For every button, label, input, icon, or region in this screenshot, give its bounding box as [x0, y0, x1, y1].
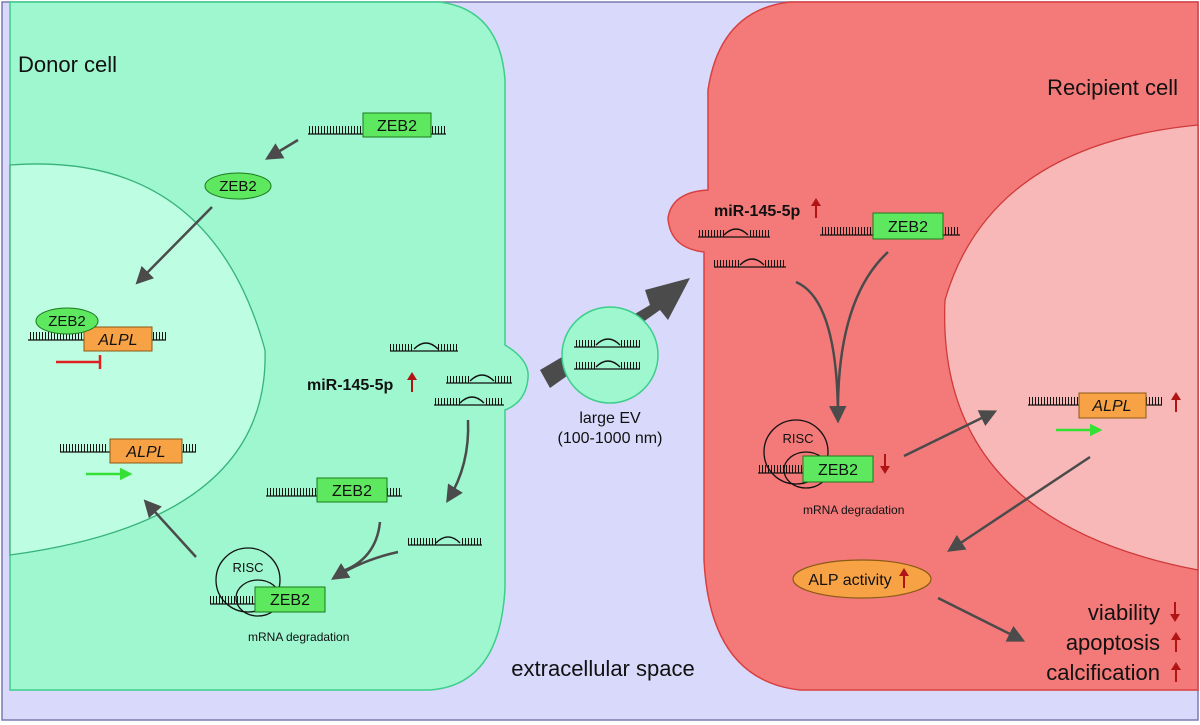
donor-zeb2-protein: [204, 172, 272, 200]
donor-risc-zeb2-box: [254, 586, 326, 613]
donor-zeb2-protein-label: ZEB2: [219, 178, 257, 195]
recipient-alpl-box: [1078, 392, 1147, 419]
derepression-arrow: [143, 499, 197, 558]
up-arrow-icon: [1171, 662, 1181, 682]
donor-zeb2-mrna-2-label: ZEB2: [332, 483, 372, 500]
ev-mirna-2: [574, 360, 640, 370]
donor-zeb2-mrna: ZEB2: [308, 112, 446, 138]
donor-alpl-active-label: ALPL: [125, 444, 165, 461]
recipient-nucleus: [944, 124, 1199, 571]
outcome-apoptosis: apoptosis: [1066, 630, 1160, 655]
donor-zeb2-mrna-label: ZEB2: [377, 118, 417, 135]
donor-risc-zeb2-label: ZEB2: [270, 592, 310, 609]
up-arrow-icon: [1171, 392, 1181, 412]
donor-mirna-1: [390, 342, 458, 352]
recipient-risc-zeb2-label: ZEB2: [818, 462, 858, 479]
donor-mirna-2: [446, 374, 512, 384]
outcome-calcification: calcification: [1046, 660, 1160, 685]
ev-size-label: (100-1000 nm): [558, 430, 663, 447]
recipient-mirna-1: [698, 228, 770, 238]
recipient-mirna-label: miR-145-5p: [714, 203, 800, 220]
outcome-arrow: [937, 596, 1026, 642]
donor-mrna-degradation: mRNA degradation: [248, 630, 349, 644]
recipient-risc-label: RISC: [782, 431, 813, 446]
donor-zeb2-mrna-box: [362, 112, 432, 138]
donor-zeb2-mrna-2-box: [316, 477, 388, 503]
recipient-mirna-2: [714, 258, 786, 268]
recipient-cell-label: Recipient cell: [1047, 75, 1178, 100]
ev-mirna-1: [574, 338, 640, 348]
donor-alpl-active-box: [109, 438, 183, 464]
donor-mirna-4: [408, 536, 482, 546]
translation-arrow: [264, 138, 299, 160]
up-arrow-icon: [1171, 632, 1181, 652]
donor-mirna-3: [434, 396, 504, 406]
up-arrow-icon: [811, 198, 821, 218]
recipient-risc-zeb2-box: [802, 455, 874, 483]
recipient-risc-complex: RISC ZEB2: [758, 419, 874, 489]
risc-assembly-arrow: [334, 521, 399, 578]
up-arrow-icon: [899, 568, 909, 588]
donor-zeb2-mrna-2: ZEB2: [266, 477, 402, 503]
recipient-mrna-degradation: mRNA degradation: [803, 503, 904, 517]
recipient-alpl-label: ALPL: [1091, 398, 1131, 415]
up-arrow-icon: [407, 372, 417, 392]
donor-alpl-repressed-label: ALPL: [97, 332, 137, 349]
donor-zeb2-bound: [35, 307, 99, 335]
large-ev: [561, 306, 659, 404]
donor-cell-label: Donor cell: [18, 52, 117, 77]
down-arrow-icon: [880, 454, 890, 474]
donor-nucleus: [9, 163, 266, 556]
nuclear-import-arrow: [135, 206, 213, 285]
down-arrow-icon: [1170, 602, 1180, 622]
donor-risc-label: RISC: [232, 560, 263, 575]
recipient-zeb2-mrna-box: [872, 212, 944, 240]
donor-mirna-label: miR-145-5p: [307, 377, 393, 394]
inhibition-icon: [56, 355, 102, 369]
recipient-risc-assembly-arrow: [795, 251, 889, 420]
donor-alpl-repressed-box: [83, 326, 153, 352]
alp-activity-label: ALP activity: [808, 572, 891, 589]
outcome-viability: viability: [1088, 600, 1160, 625]
alp-translation-arrow: [947, 455, 1091, 552]
recipient-derepression-arrow: [903, 410, 998, 458]
donor-risc-complex: RISC ZEB2: [210, 547, 326, 617]
recipient-zeb2-mrna: ZEB2: [820, 212, 960, 240]
large-ev-label: large EV: [579, 410, 641, 427]
donor-alpl-active: ALPL: [60, 438, 196, 481]
extracellular-space-label: extracellular space: [511, 656, 694, 681]
recipient-alpl: ALPL: [1028, 392, 1162, 437]
alp-activity: [792, 559, 932, 599]
donor-zeb2-bound-label: ZEB2: [48, 313, 86, 330]
recipient-zeb2-mrna-label: ZEB2: [888, 219, 928, 236]
donor-alpl-repressed: ALPL ZEB2: [28, 307, 166, 369]
mirna-targeting-arrow: [446, 419, 470, 503]
